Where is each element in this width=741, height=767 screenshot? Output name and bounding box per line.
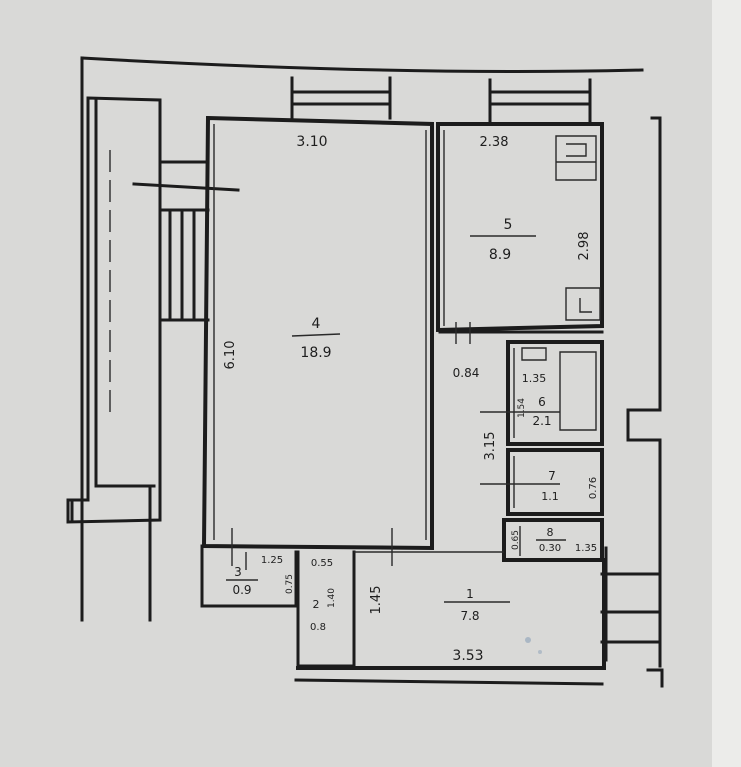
room-4-label: 4 18.9: [291, 316, 341, 361]
dim-room6-width: 1.35: [522, 372, 547, 385]
room-1-label: 1 7.8: [444, 587, 510, 623]
dim-hall-height: 1.45: [369, 586, 384, 615]
room-area: 0.30: [539, 543, 561, 554]
room-area: 8.9: [489, 247, 511, 263]
sink-icon: [565, 287, 601, 321]
dim-room6-height: 1.54: [517, 398, 527, 418]
room-5-walls: [436, 122, 604, 333]
room-area: 2.1: [532, 414, 551, 428]
room-area: 1.1: [541, 490, 559, 503]
dim-room67-total: 3.15: [483, 432, 498, 461]
room-7-label: 7 1.1: [541, 469, 559, 503]
room-area: 18.9: [300, 345, 331, 361]
room-number: 4: [312, 316, 321, 332]
room-1-walls: [294, 551, 606, 686]
window-top-right: [488, 78, 592, 124]
room-7-walls: [480, 448, 604, 516]
room-3-walls: [200, 544, 298, 608]
door-mark-corridor: [455, 322, 471, 344]
stairs-left: [132, 160, 240, 322]
dim-room2-width: 0.55: [311, 558, 333, 569]
dim-hall-width: 3.53: [452, 648, 483, 664]
room-4-walls: [201, 115, 434, 566]
dim-room4-height: 6.10: [223, 341, 238, 370]
room-number: 6: [538, 395, 546, 409]
dim-room8-right: 1.35: [575, 543, 597, 554]
room-2-label: 2 0.8: [310, 598, 326, 633]
room-3-label: 3 0.9: [226, 565, 258, 597]
dim-room3-height: 0.75: [285, 574, 295, 594]
loggia-left: [66, 96, 162, 524]
room-6-walls: [480, 340, 604, 446]
room-number: 1: [466, 587, 474, 601]
room-8-label: 8 0.30: [536, 526, 566, 554]
dim-room5-height: 2.98: [577, 232, 592, 261]
dim-corridor-width: 0.84: [453, 366, 480, 380]
room-area: 0.8: [310, 622, 326, 633]
room-6-label: 6 2.1: [532, 395, 551, 428]
room-area: 0.9: [232, 583, 251, 597]
stove-icon: [555, 135, 597, 181]
room-area: 7.8: [460, 609, 479, 623]
dim-room2-height: 1.40: [327, 588, 337, 608]
room-number: 7: [548, 469, 556, 483]
ink-spot: [525, 637, 531, 643]
room-number: 5: [504, 217, 513, 233]
dim-room5-width: 2.38: [480, 135, 509, 150]
dim-room4-width: 3.10: [296, 134, 327, 150]
room-number: 2: [313, 598, 320, 611]
dim-room7-height: 0.76: [588, 477, 599, 499]
window-top-left: [290, 76, 392, 120]
paper-edge: [712, 0, 741, 767]
room-5-label: 5 8.9: [470, 217, 536, 263]
dim-room3-width: 1.25: [261, 555, 283, 566]
ink-spot: [538, 650, 542, 654]
room-number: 3: [234, 565, 242, 579]
room-number: 8: [547, 526, 554, 539]
outer-wall-top: [80, 56, 644, 73]
dim-room8-left: 0.65: [511, 530, 521, 550]
